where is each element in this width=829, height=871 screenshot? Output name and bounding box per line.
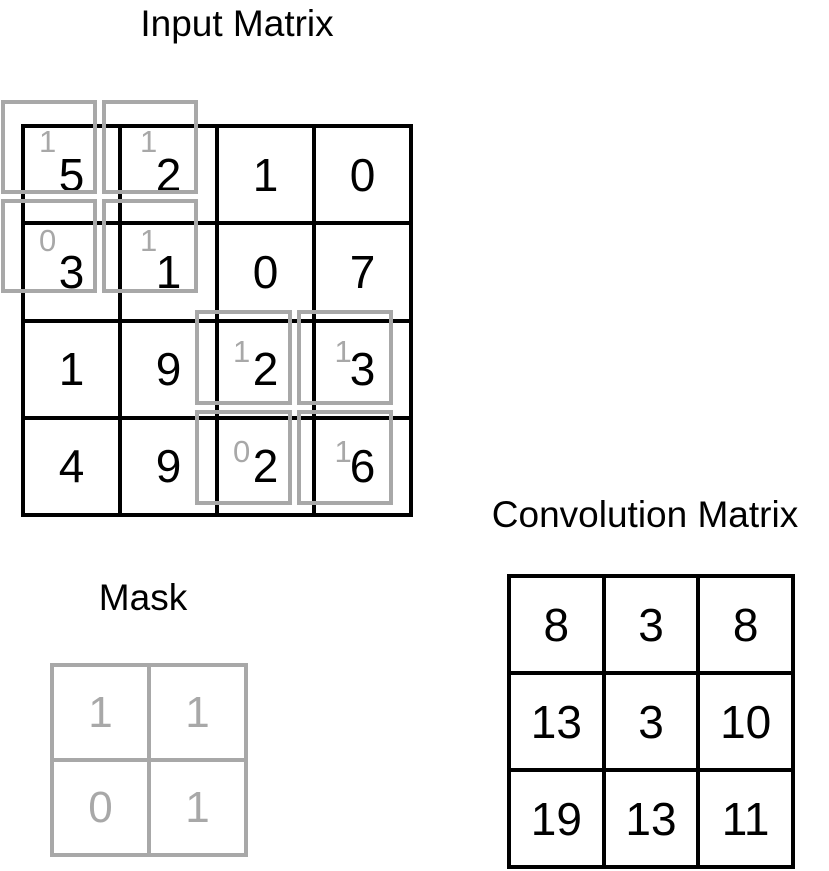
input-matrix-cell: 7 bbox=[316, 225, 409, 319]
input-matrix-cell: 4 bbox=[25, 419, 118, 513]
convolution-matrix-title: Convolution Matrix bbox=[491, 494, 799, 535]
convolution-matrix-cell: 3 bbox=[605, 578, 697, 671]
convolution-matrix-cell: 13 bbox=[511, 675, 602, 768]
convolution-matrix-cell: 8 bbox=[700, 578, 791, 671]
convolution-matrix-cell: 10 bbox=[700, 675, 791, 768]
convolution-matrix-cell: 8 bbox=[511, 578, 602, 671]
input-matrix-cell: 2 bbox=[219, 322, 312, 416]
mask-cell: 1 bbox=[151, 762, 244, 853]
convolution-matrix-cell: 19 bbox=[511, 772, 602, 865]
input-matrix-cell: 9 bbox=[122, 322, 215, 416]
input-matrix-cell: 6 bbox=[316, 419, 409, 513]
input-matrix-title: Input Matrix bbox=[140, 3, 334, 44]
convolution-matrix-grid: 8 3 8 13 3 10 19 13 11 bbox=[507, 574, 795, 869]
input-matrix-cell: 2 bbox=[122, 128, 215, 222]
input-matrix-cell: 1 bbox=[122, 225, 215, 319]
mask-cell: 0 bbox=[54, 762, 147, 853]
input-matrix-cell: 3 bbox=[316, 322, 409, 416]
input-matrix-cell: 0 bbox=[219, 225, 312, 319]
input-matrix-cell: 1 bbox=[219, 128, 312, 222]
input-matrix-cell: 1 bbox=[25, 322, 118, 416]
mask-cell: 1 bbox=[151, 667, 244, 758]
input-matrix-cell: 5 bbox=[25, 128, 118, 222]
mask-cell: 1 bbox=[54, 667, 147, 758]
convolution-matrix-cell: 11 bbox=[700, 772, 791, 865]
input-matrix-cell: 2 bbox=[219, 419, 312, 513]
input-matrix-grid: 5 2 1 0 3 1 0 7 1 9 2 3 4 9 2 6 bbox=[21, 124, 413, 517]
convolution-matrix-cell: 3 bbox=[605, 675, 697, 768]
mask-title: Mask bbox=[98, 577, 188, 618]
input-matrix-cell: 0 bbox=[316, 128, 409, 222]
mask-grid: 1 1 0 1 bbox=[50, 663, 248, 857]
input-matrix-cell: 3 bbox=[25, 225, 118, 319]
convolution-matrix-cell: 13 bbox=[605, 772, 697, 865]
input-matrix-cell: 9 bbox=[122, 419, 215, 513]
